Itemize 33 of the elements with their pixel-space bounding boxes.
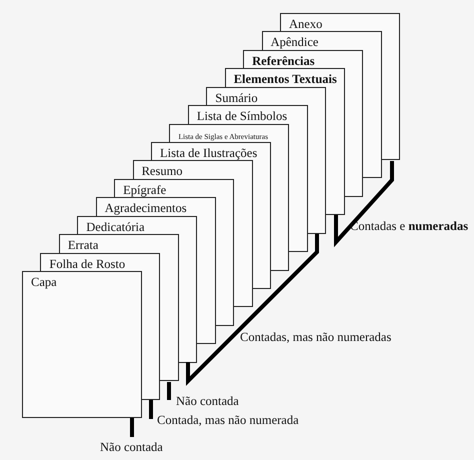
page-tab: [243, 50, 364, 68]
page-title: Capa: [31, 274, 57, 290]
page-tab: [262, 31, 382, 50]
page-title: Sumário: [215, 90, 258, 106]
page-title: Referências: [252, 52, 315, 69]
page-title: Lista de Símbolos: [196, 108, 288, 124]
page-title: Epígrafe: [123, 182, 166, 198]
page-tab: [114, 178, 234, 198]
page-tab: [206, 86, 326, 106]
page-tab: [40, 252, 160, 271]
bracket-label: Não contada: [100, 440, 163, 455]
page-tab: [224, 68, 345, 87]
page-tab: [188, 105, 308, 124]
page-tab: [280, 12, 400, 32]
bracket-label: Contada, mas não numerada: [157, 413, 299, 428]
page-tab: [132, 160, 253, 179]
page-tab: [77, 216, 198, 234]
page-title: Apêndice: [270, 34, 318, 50]
page-title: Agradecimentos: [104, 200, 187, 216]
page-title: Dedicatória: [86, 218, 145, 235]
page-tab: [169, 124, 290, 142]
page-title: Folha de Rosto: [49, 256, 126, 272]
bracket-label: Não contada: [176, 394, 239, 409]
page-title: Errata: [68, 237, 98, 254]
page-title: Elementos Textuais: [234, 71, 337, 88]
page-title: Resumo: [142, 163, 183, 180]
page-title: Anexo: [289, 16, 322, 32]
page-tab: [96, 197, 216, 216]
page-title: Lista de Ilustrações: [160, 144, 258, 161]
page-tab: [151, 142, 271, 160]
page-box: [22, 271, 142, 418]
bracket-label: Contadas, mas não numeradas: [240, 330, 392, 345]
page-tab: [58, 234, 179, 253]
